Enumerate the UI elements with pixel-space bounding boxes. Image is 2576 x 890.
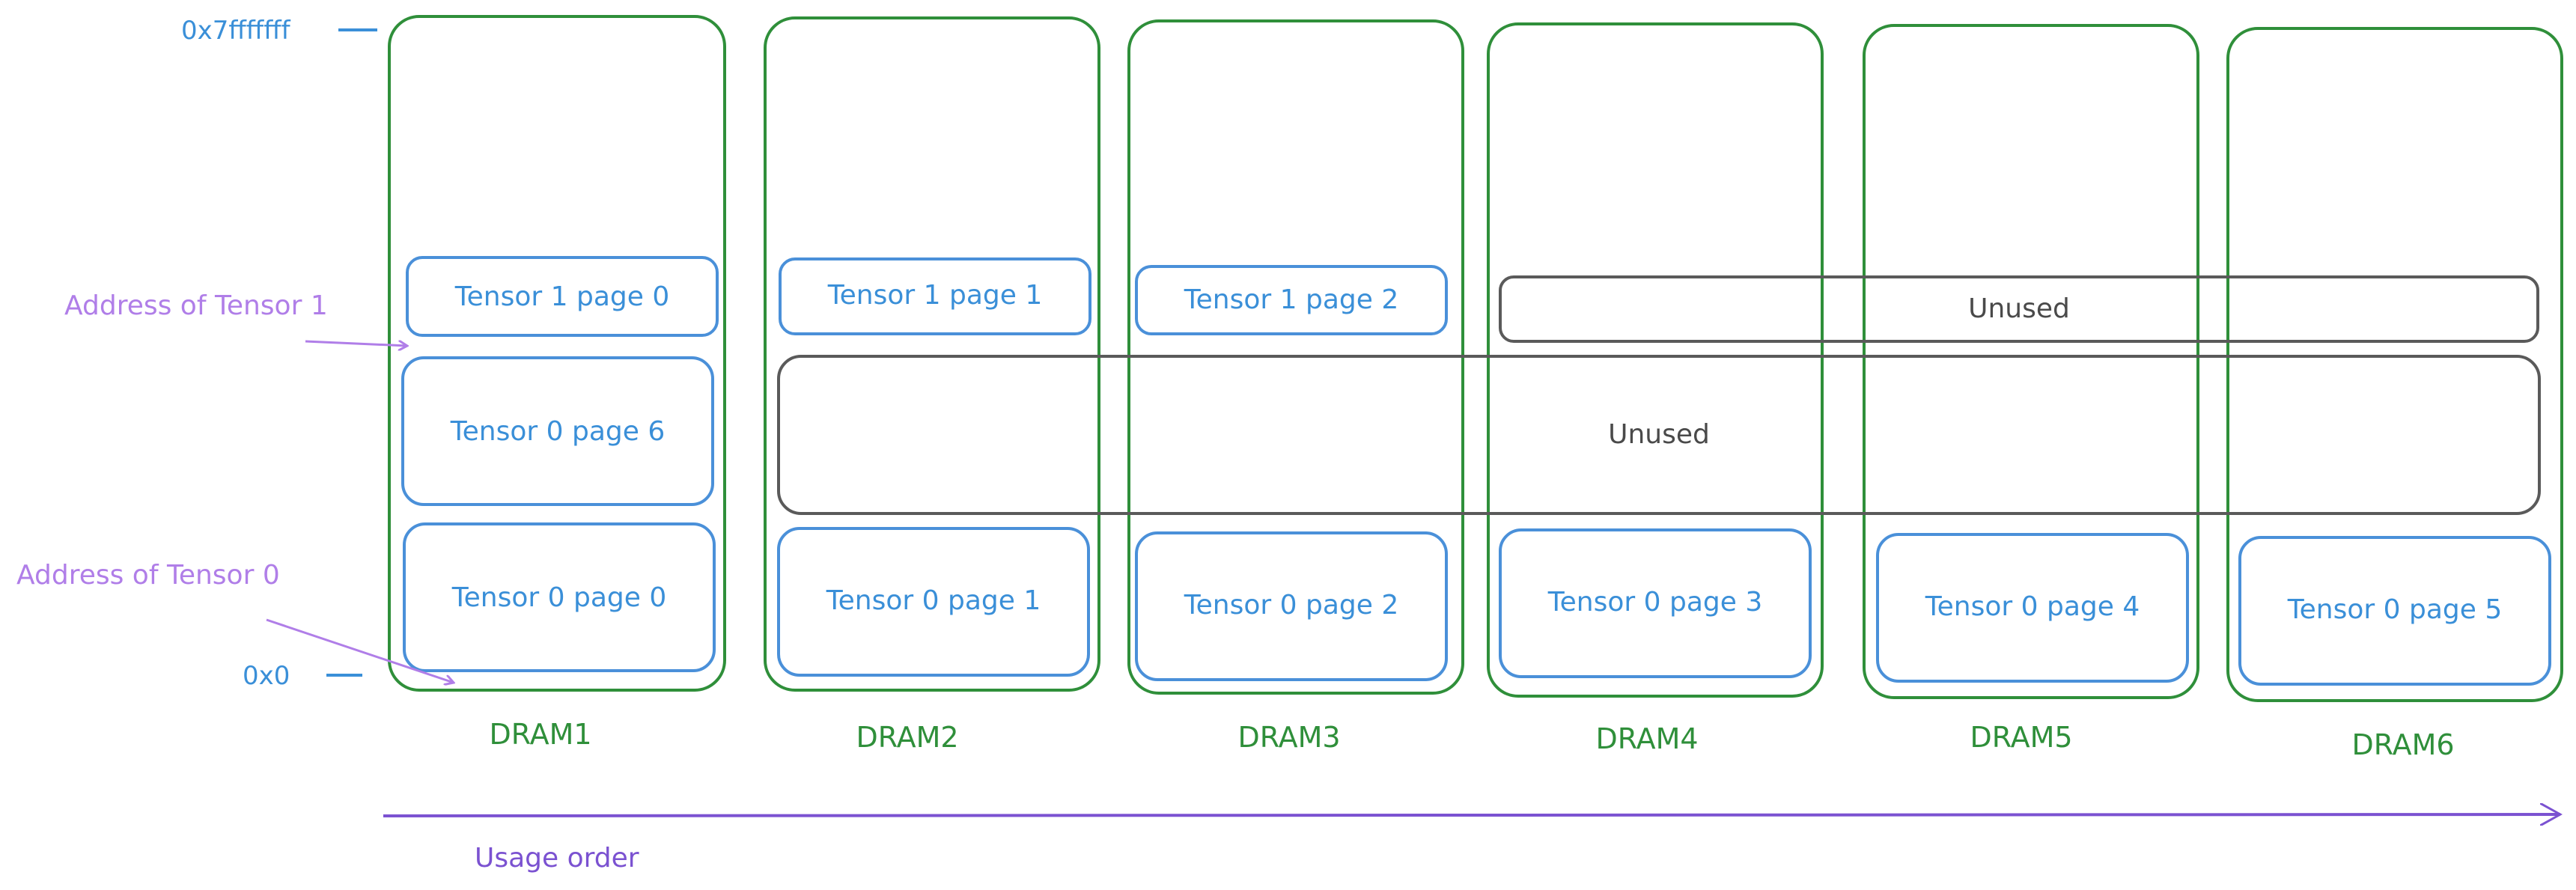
annotation-tensor1: Address of Tensor 1 bbox=[64, 290, 328, 321]
tensor1-page0-box bbox=[406, 256, 719, 337]
dram4-box bbox=[1487, 22, 1824, 698]
tensor0-page6-label: Tensor 0 page 6 bbox=[450, 416, 665, 447]
address-bottom-label: 0x0 bbox=[243, 661, 290, 691]
tensor1-page1-box bbox=[779, 257, 1091, 335]
tensor0-page4-box bbox=[1876, 533, 2189, 683]
usage-order-arrow bbox=[383, 814, 2560, 816]
tensor0-page3-label: Tensor 0 page 3 bbox=[1547, 587, 1762, 618]
unused-label-top: Unused bbox=[1968, 293, 2070, 324]
tensor0-page0-label: Tensor 0 page 0 bbox=[451, 582, 666, 613]
tensor0-page2-box bbox=[1135, 531, 1448, 681]
unused-label-large: Unused bbox=[1608, 419, 1710, 450]
dram5-label: DRAM5 bbox=[1970, 721, 2072, 754]
unused-region-large bbox=[777, 355, 2541, 515]
dram5-box bbox=[1863, 24, 2199, 699]
dram2-label: DRAM2 bbox=[856, 721, 958, 754]
annotation-tensor0-arrow bbox=[266, 618, 454, 683]
tensor0-page5-box bbox=[2238, 536, 2551, 686]
tensor0-page5-label: Tensor 0 page 5 bbox=[2287, 594, 2502, 625]
tensor0-page3-box bbox=[1499, 528, 1812, 678]
tensor0-page6-box bbox=[401, 356, 714, 506]
dram6-box bbox=[2226, 27, 2563, 702]
dram6-label: DRAM6 bbox=[2351, 728, 2454, 761]
dram2-box bbox=[764, 16, 1100, 692]
tensor0-page4-label: Tensor 0 page 4 bbox=[1925, 591, 2140, 622]
usage-order-label: Usage order bbox=[475, 843, 639, 874]
dram3-label: DRAM3 bbox=[1237, 721, 1340, 754]
tensor0-page1-box bbox=[777, 527, 1090, 677]
annotation-tensor1-arrow bbox=[305, 341, 407, 346]
address-top-label: 0x7fffffff bbox=[181, 16, 291, 46]
annotation-tensor0: Address of Tensor 0 bbox=[16, 560, 280, 591]
tensor0-page1-label: Tensor 0 page 1 bbox=[826, 585, 1041, 616]
tensor1-page2-label: Tensor 1 page 2 bbox=[1184, 284, 1398, 315]
tensor0-page2-label: Tensor 0 page 2 bbox=[1184, 590, 1398, 621]
unused-region-top bbox=[1499, 275, 2539, 343]
tensor0-page0-box bbox=[403, 522, 716, 672]
dram4-label: DRAM4 bbox=[1595, 722, 1698, 755]
tensor1-page2-box bbox=[1135, 265, 1448, 335]
tensor1-page0-label: Tensor 1 page 0 bbox=[454, 281, 669, 312]
dram1-box bbox=[388, 15, 726, 692]
dram1-label: DRAM1 bbox=[489, 718, 591, 751]
tensor1-page1-label: Tensor 1 page 1 bbox=[827, 280, 1042, 311]
